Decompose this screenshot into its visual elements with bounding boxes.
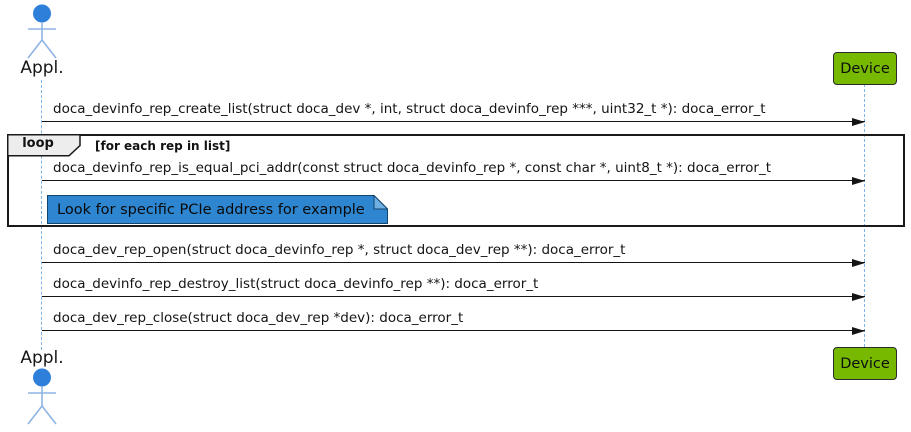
arrowhead-icon [852,293,865,301]
participant-box-device-top: Device [833,52,897,85]
actor-stick-figure-icon [27,4,57,59]
lifeline-appl [41,80,42,350]
actor-stick-figure-icon [27,368,57,425]
loop-operator-pentagon [7,134,81,157]
message-create-list-text: doca_devinfo_rep_create_list(struct doca… [53,101,766,117]
participant-label-device-top: Device [840,60,890,77]
message-destroy-list-text: doca_devinfo_rep_destroy_list(struct doc… [53,276,539,292]
message-destroy-list: doca_devinfo_rep_destroy_list(struct doc… [42,272,865,301]
arrowhead-icon [852,259,865,267]
message-rep-close: doca_dev_rep_close(struct doca_dev_rep *… [42,306,865,335]
loop-guard-label: [for each rep in list] [95,139,231,153]
participant-label-device-bottom: Device [840,355,890,372]
note-box: Look for specific PCIe address for examp… [47,194,389,228]
message-dev-rep-open: doca_dev_rep_open(struct doca_devinfo_re… [42,238,865,267]
message-is-equal-pci-addr: doca_devinfo_rep_is_equal_pci_addr(const… [42,156,865,185]
loop-operator-label: loop [22,136,54,151]
note-text: Look for specific PCIe address for examp… [57,201,365,218]
arrowhead-icon [852,177,865,185]
message-dev-rep-open-text: doca_dev_rep_open(struct doca_devinfo_re… [53,242,626,258]
arrowhead-icon [852,118,865,126]
loop-fragment-frame: loop [for each rep in list] [7,134,905,227]
actor-label-appl-bottom: Appl. [20,348,64,368]
participant-box-device-bottom: Device [833,347,897,380]
note-shape [47,194,389,224]
message-is-equal-pci-addr-text: doca_devinfo_rep_is_equal_pci_addr(const… [53,160,772,176]
arrowhead-icon [852,327,865,335]
message-create-list: doca_devinfo_rep_create_list(struct doca… [42,97,865,126]
lifeline-device [864,84,865,347]
actor-label-appl-top: Appl. [20,58,64,78]
message-rep-close-text: doca_dev_rep_close(struct doca_dev_rep *… [53,310,464,326]
